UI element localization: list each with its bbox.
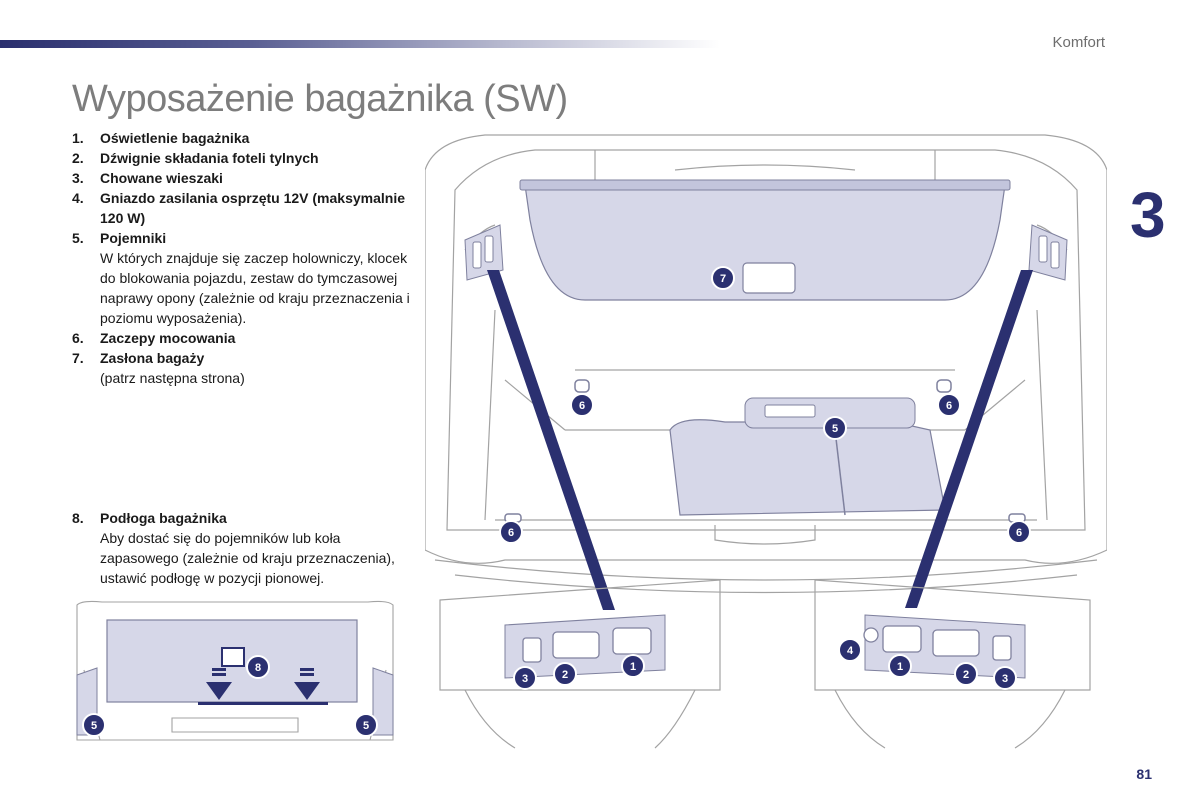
item-number: 3.: [72, 170, 84, 186]
callout-6: 6: [570, 393, 594, 417]
callout-6: 6: [499, 520, 523, 544]
callout-2: 2: [954, 662, 978, 686]
list-item: 8. Podłoga bagażnika: [72, 508, 417, 528]
item-number: 1.: [72, 130, 84, 146]
item-number: 5.: [72, 230, 84, 246]
item-description: (patrz następna strona): [100, 370, 245, 386]
item-description: W których znajduje się zaczep holowniczy…: [100, 250, 410, 326]
header-gradient-bar: [0, 40, 720, 48]
item-label: Zasłona bagaży: [100, 350, 205, 366]
callout-1: 1: [621, 654, 645, 678]
list-item: 3. Chowane wieszaki: [72, 168, 417, 188]
callout-4: 4: [838, 638, 862, 662]
trunk-illustration: 7 6 6 6 6 5 3 2 1 4 1 2: [425, 134, 1107, 749]
section-label: Komfort: [1052, 34, 1105, 51]
item-number: 4.: [72, 190, 84, 206]
list-item: 4. Gniazdo zasilania osprzętu 12V (maksy…: [72, 188, 417, 228]
item-label: Podłoga bagażnika: [100, 510, 227, 526]
callout-8: 8: [246, 655, 270, 679]
item-label: Pojemniki: [100, 230, 167, 246]
callout-1: 1: [888, 654, 912, 678]
item-number: 8.: [72, 510, 84, 526]
page-title: Wyposażenie bagażnika (SW): [72, 78, 568, 120]
callout-label: 7: [720, 273, 726, 285]
callout-label: 6: [508, 527, 514, 539]
callout-5: 5: [354, 713, 378, 737]
callout-3: 3: [993, 666, 1017, 690]
callout-label: 3: [1002, 673, 1008, 685]
item-label: Gniazdo zasilania osprzętu 12V (maksymal…: [100, 190, 405, 226]
callout-6: 6: [937, 393, 961, 417]
callout-label: 1: [630, 661, 636, 673]
list-item: 2. Dźwignie składania foteli tylnych: [72, 148, 417, 168]
page-number: 81: [1136, 766, 1152, 782]
callout-label: 6: [579, 400, 585, 412]
list-item: 6. Zaczepy mocowania: [72, 328, 417, 348]
list-item: 7. Zasłona bagaży: [72, 348, 417, 368]
callout-label: 2: [562, 669, 568, 681]
callout-7: 7: [711, 266, 735, 290]
item-label: Zaczepy mocowania: [100, 330, 236, 346]
item-number: 7.: [72, 350, 84, 366]
item-label: Chowane wieszaki: [100, 170, 223, 186]
item-number: 2.: [72, 150, 84, 166]
list-item: 5. Pojemniki: [72, 228, 417, 248]
callout-label: 3: [522, 673, 528, 685]
list-item: 1. Oświetlenie bagażnika: [72, 128, 417, 148]
chapter-number: 3: [1130, 179, 1166, 251]
item-label: Oświetlenie bagażnika: [100, 130, 250, 146]
floor-item: 8. Podłoga bagażnika Aby dostać się do p…: [72, 508, 417, 588]
callout-3: 3: [513, 666, 537, 690]
callout-label: 1: [897, 661, 903, 673]
item-description: Aby dostać się do pojemników lub koła za…: [100, 530, 395, 586]
callout-label: 2: [963, 669, 969, 681]
callout-5: 5: [82, 713, 106, 737]
equipment-list: 1. Oświetlenie bagażnika 2. Dźwignie skł…: [72, 128, 417, 388]
callout-label: 5: [363, 720, 369, 732]
callout-label: 5: [832, 423, 838, 435]
callout-6: 6: [1007, 520, 1031, 544]
item-label: Dźwignie składania foteli tylnych: [100, 150, 319, 166]
item-number: 6.: [72, 330, 84, 346]
callout-label: 5: [91, 720, 97, 732]
callout-2: 2: [553, 662, 577, 686]
callout-5: 5: [823, 416, 847, 440]
callout-label: 6: [946, 400, 952, 412]
callout-label: 8: [255, 662, 261, 674]
callout-label: 4: [847, 645, 854, 657]
callout-label: 6: [1016, 527, 1022, 539]
floor-illustration: 8 5 5: [76, 600, 394, 741]
